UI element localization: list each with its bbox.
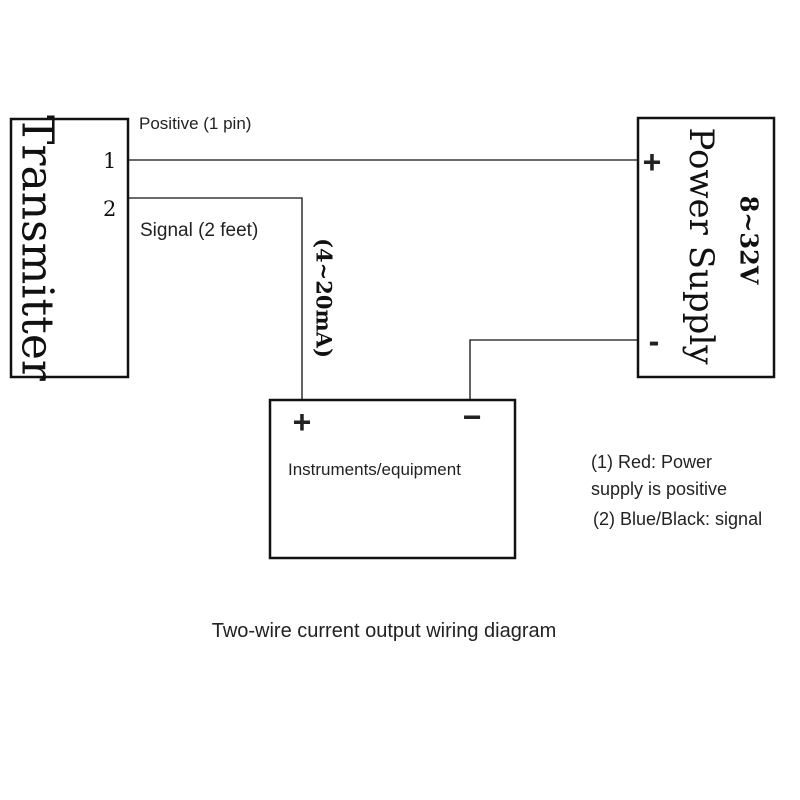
note-line-1: (1) Red: Power (591, 452, 712, 472)
note-line-2: supply is positive (591, 479, 727, 499)
negative-wire (469, 339, 638, 400)
power-supply-voltage: 8~32V (735, 196, 764, 285)
power-supply-plus-sign: + (643, 144, 662, 180)
instrument-plus-sign: + (293, 404, 312, 440)
diagram-caption: Two-wire current output wiring diagram (212, 620, 557, 642)
instrument-block: + − Instruments/equipment (268, 398, 517, 560)
instrument-box (268, 398, 517, 560)
transmitter-pin-2: 2 (103, 197, 116, 221)
power-supply-block: Power Supply 8~32V + - (636, 116, 776, 379)
pin1-caption: Positive (1 pin) (139, 114, 251, 133)
transmitter-box (9, 117, 130, 379)
instrument-minus-sign: − (463, 399, 482, 435)
power-supply-box (636, 116, 776, 379)
instrument-label: Instruments/equipment (288, 460, 461, 479)
signal-wire (128, 197, 303, 400)
power-supply-label: Power Supply (681, 127, 721, 365)
power-supply-minus-sign: - (649, 323, 660, 359)
note-line-3: (2) Blue/Black: signal (593, 509, 762, 529)
transmitter-label: Transmitter (12, 115, 63, 382)
signal-range-label: (4~20mA) (312, 238, 337, 358)
color-notes: (1) Red: Power supply is positive (2) Bl… (591, 452, 762, 529)
transmitter-block: Transmitter 1 2 (9, 115, 130, 382)
transmitter-pin-1: 1 (103, 149, 116, 173)
wires (128, 159, 638, 400)
pin2-caption: Signal (2 feet) (140, 220, 258, 241)
